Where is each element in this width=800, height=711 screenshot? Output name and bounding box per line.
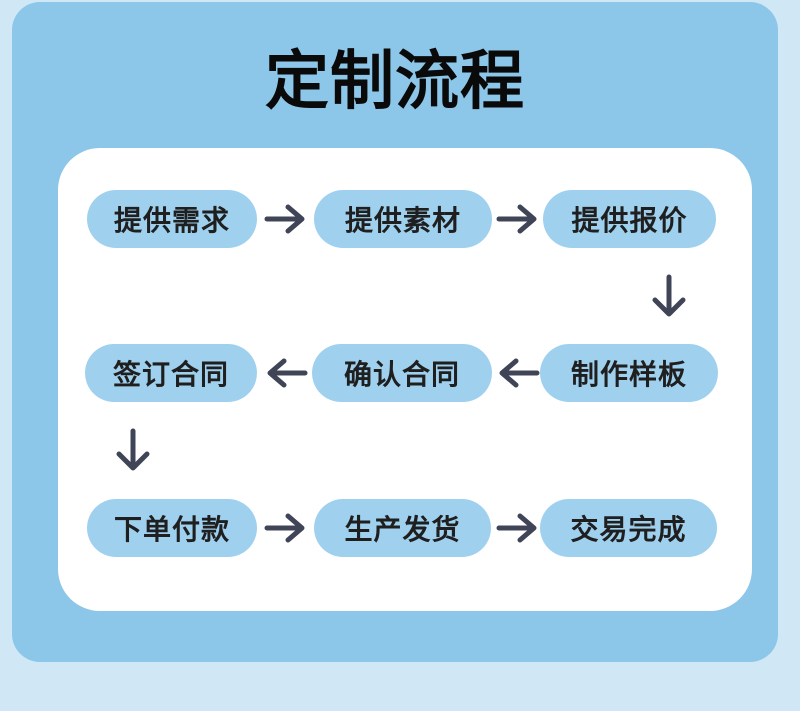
arrow-right-icon: [264, 204, 308, 234]
step-label: 提供需求: [113, 205, 230, 236]
arrow-right-icon: [496, 204, 540, 234]
arrow-left-icon: [264, 358, 308, 388]
pill-place-order-payment: 下单付款: [87, 499, 257, 557]
step-label: 确认合同: [343, 359, 460, 390]
pill-make-sample: 制作样板: [540, 344, 718, 402]
pill-provide-requirements: 提供需求: [87, 190, 257, 248]
pill-production-shipping: 生产发货: [314, 499, 491, 557]
pill-provide-quote: 提供报价: [543, 190, 716, 248]
arrow-down-icon: [116, 428, 150, 474]
step-label: 制作样板: [570, 359, 687, 390]
step-label: 交易完成: [570, 514, 687, 545]
step-label: 提供报价: [571, 205, 688, 236]
pill-provide-materials: 提供素材: [314, 190, 492, 248]
arrow-down-icon: [652, 274, 686, 320]
flow-card: 提供需求 提供素材 提供报价: [58, 148, 752, 611]
step-label: 生产发货: [344, 514, 461, 545]
arrow-right-icon: [264, 513, 308, 543]
step-label: 下单付款: [113, 514, 230, 545]
page-title: 定制流程: [265, 45, 525, 117]
pill-transaction-complete: 交易完成: [540, 499, 717, 557]
step-label: 提供素材: [344, 205, 461, 236]
arrow-right-icon: [496, 513, 540, 543]
arrow-left-icon: [496, 358, 540, 388]
step-label: 签订合同: [112, 359, 229, 390]
pill-sign-contract: 签订合同: [85, 344, 257, 402]
main-panel: 定制流程 提供需求 提供素材 提供报价: [12, 2, 778, 662]
pill-confirm-contract: 确认合同: [312, 344, 492, 402]
